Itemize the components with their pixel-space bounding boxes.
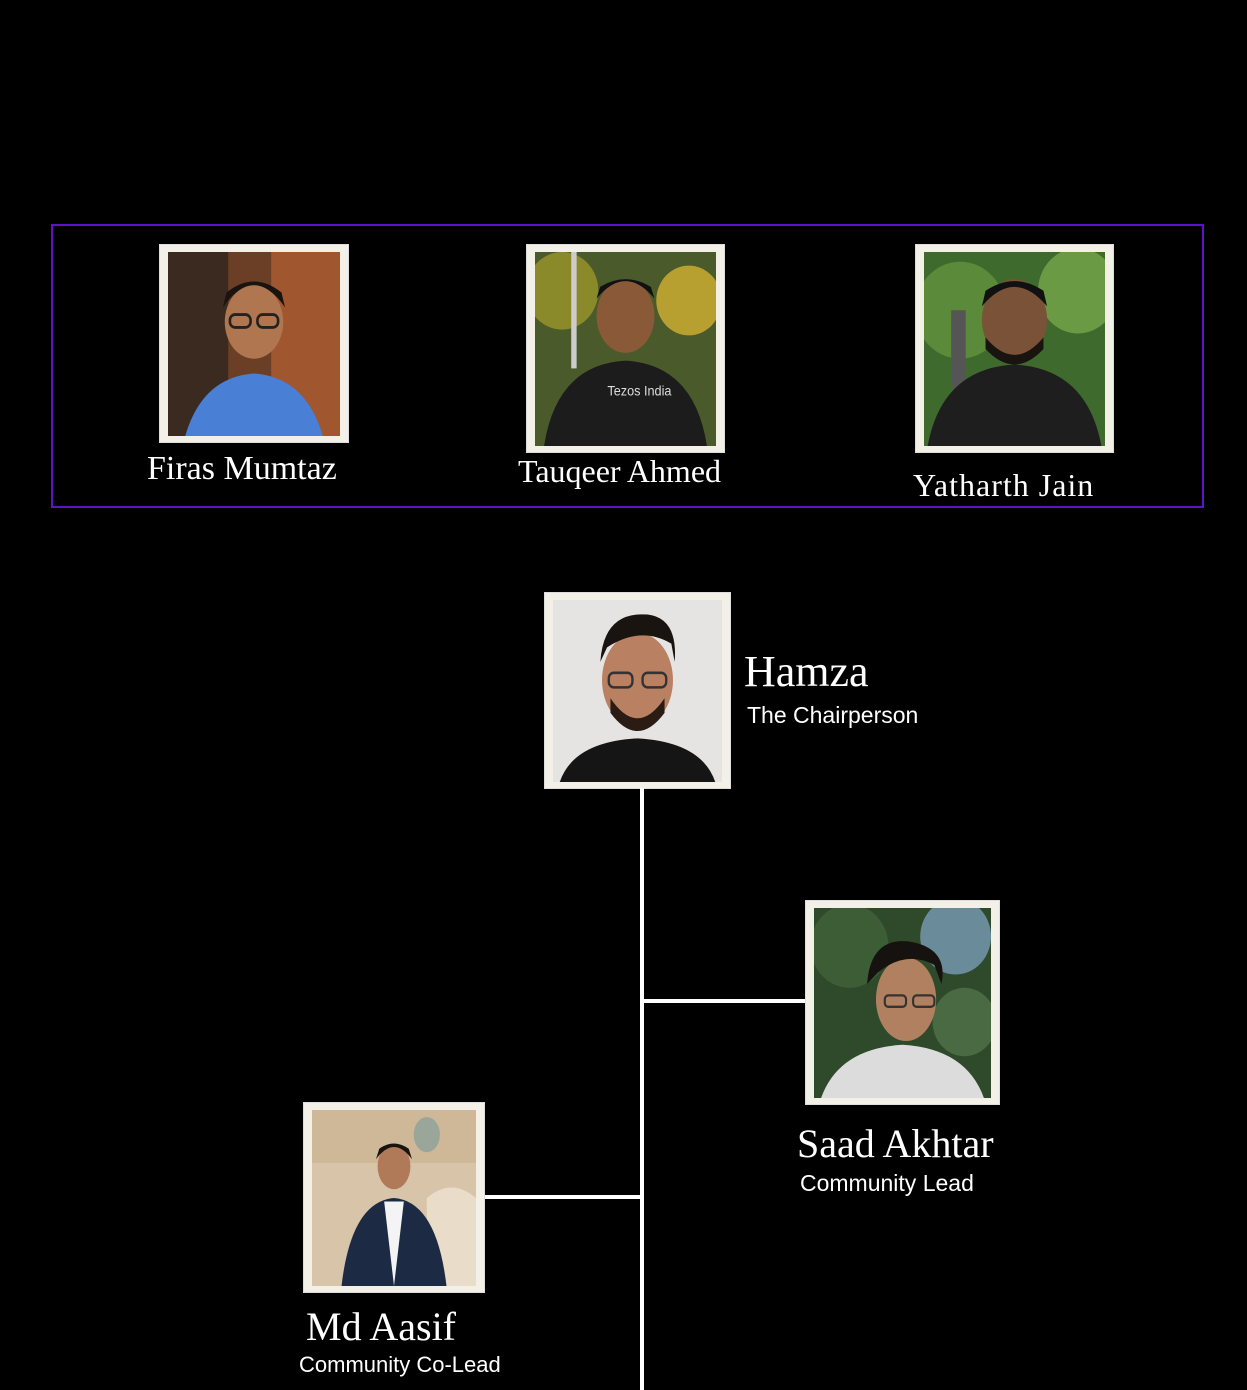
connector-vertical: [640, 788, 644, 1390]
colead-name: Md Aasif: [306, 1304, 456, 1349]
lead-name: Saad Akhtar: [797, 1121, 994, 1166]
advisor-name-yatharth: Yatharth Jain: [913, 467, 1095, 503]
avatar-md-aasif[interactable]: [304, 1103, 484, 1292]
advisors-panel: [51, 224, 1204, 508]
svg-text:Tezos India: Tezos India: [607, 383, 672, 399]
chair-name: Hamza: [744, 647, 869, 696]
chair-role: The Chairperson: [747, 702, 919, 728]
avatar-hamza[interactable]: [545, 593, 730, 788]
connector-to-colead: [484, 1195, 640, 1199]
advisor-name-tauqeer: Tauqeer Ahmed: [518, 453, 722, 489]
connector-to-lead: [644, 999, 806, 1003]
avatar-firas-mumtaz[interactable]: [160, 245, 348, 442]
lead-role: Community Lead: [800, 1170, 974, 1196]
colead-role: Community Co-Lead: [299, 1352, 501, 1377]
avatar-saad-akhtar[interactable]: [806, 901, 999, 1104]
avatar-tauqeer-ahmed[interactable]: Tezos India: [527, 245, 724, 452]
advisor-name-firas: Firas Mumtaz: [147, 450, 337, 487]
avatar-yatharth-jain[interactable]: [916, 245, 1113, 452]
